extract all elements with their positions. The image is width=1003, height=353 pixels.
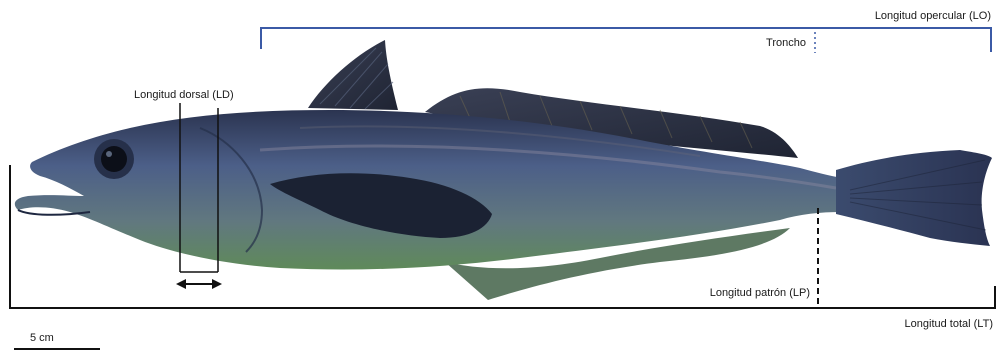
first-dorsal-fin: [308, 40, 398, 110]
scale-bar-label: 5 cm: [30, 332, 54, 344]
standard-length-label: Longitud patrón (LP): [710, 287, 810, 299]
dorsal-length-label: Longitud dorsal (LD): [134, 89, 234, 101]
hake-fish-illustration: [15, 40, 992, 300]
troncho-label: Troncho: [766, 37, 806, 49]
total-length-label: Longitud total (LT): [905, 318, 993, 330]
opercular-length-label: Longitud opercular (LO): [875, 10, 991, 22]
